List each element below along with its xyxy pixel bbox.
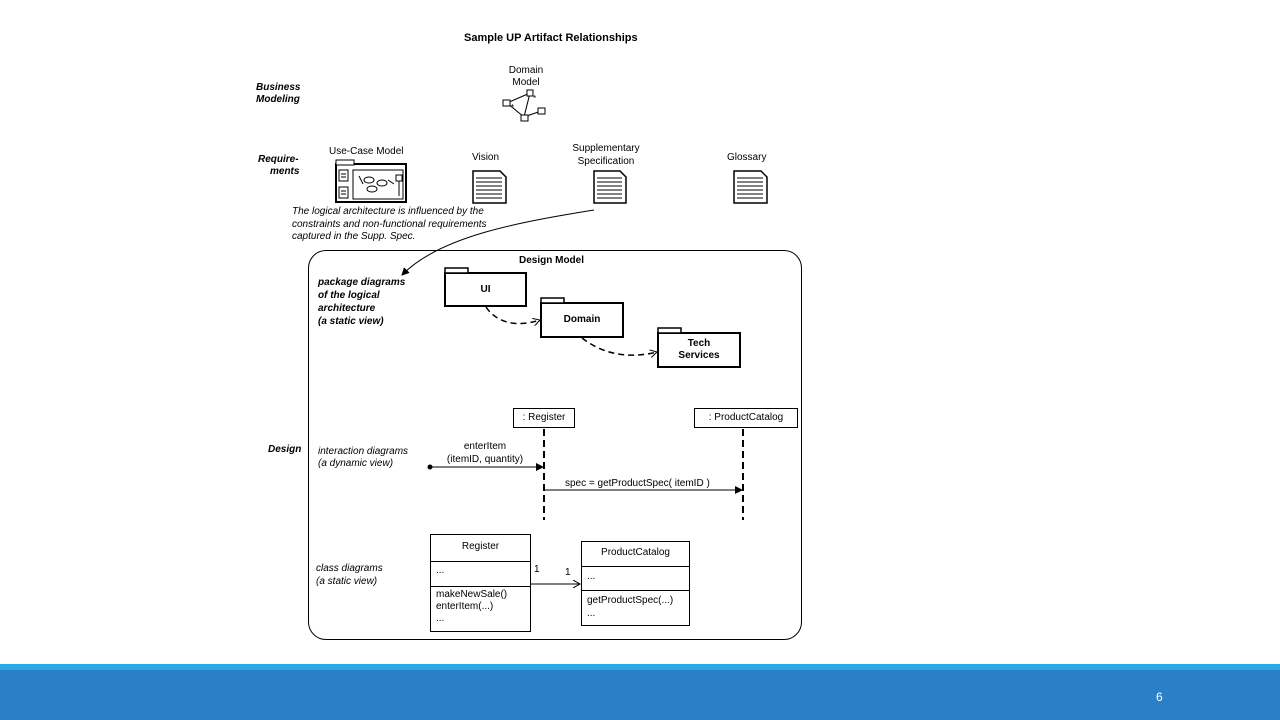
domain-model-label-1: Domain <box>508 65 544 76</box>
lifeline-product-catalog: : ProductCatalog <box>694 408 798 428</box>
design-model-title: Design Model <box>519 255 585 266</box>
package-ui-tab <box>444 267 469 274</box>
vision-label: Vision <box>472 152 500 163</box>
note-line-1: The logical architecture is influenced b… <box>292 206 484 217</box>
package-label-4: (a static view) <box>318 316 384 327</box>
class-catalog-attrs: ... <box>587 571 596 582</box>
use-case-model-icon <box>335 159 407 203</box>
page-number: 6 <box>1156 690 1163 704</box>
glossary-doc-icon <box>733 170 768 204</box>
class-catalog-divider-1 <box>582 566 689 567</box>
row-label-require: Require- <box>258 154 299 165</box>
class-catalog-op-1: getProductSpec(...) <box>587 595 674 606</box>
supp-spec-label-1: Supplementary <box>572 143 640 154</box>
message-get-product-spec: spec = getProductSpec( itemID ) <box>565 478 710 489</box>
class-register-op-2: enterItem(...) <box>436 601 494 612</box>
package-ui: UI <box>444 272 527 307</box>
svg-text:*: * <box>511 103 514 112</box>
use-case-model-label: Use-Case Model <box>329 146 404 157</box>
package-label-3: architecture <box>318 303 376 314</box>
row-label-business: Business <box>256 82 301 93</box>
package-tech-label-2: Services <box>678 350 720 361</box>
row-label-modeling: Modeling <box>256 94 300 105</box>
class-catalog-op-2: ... <box>587 608 596 619</box>
class-label-1: class diagrams <box>316 563 383 574</box>
diagram-title: Sample UP Artifact Relationships <box>464 32 638 44</box>
package-tech-label-1: Tech <box>687 338 711 349</box>
svg-text:*: * <box>533 94 536 103</box>
domain-model-icon: * * <box>502 89 546 122</box>
message-enter-item-2: (itemID, quantity) <box>446 454 524 465</box>
class-register: Register ... makeNewSale() enterItem(...… <box>430 534 531 632</box>
vision-doc-icon <box>472 170 507 204</box>
class-register-op-1: makeNewSale() <box>436 589 508 600</box>
influence-arrow <box>401 209 595 276</box>
interaction-label-1: interaction diagrams <box>318 446 409 457</box>
class-catalog-name: ProductCatalog <box>601 547 670 558</box>
class-register-name: Register <box>461 541 500 552</box>
row-label-design: Design <box>268 444 302 455</box>
domain-model-label-2: Model <box>512 77 540 88</box>
supp-spec-label-2: Specification <box>577 156 635 167</box>
package-label-1: package diagrams <box>318 277 406 288</box>
package-domain: Domain <box>540 302 624 338</box>
class-label-2: (a static view) <box>316 576 378 587</box>
package-tech-services: Tech Services <box>657 332 741 368</box>
message-enter-item-1: enterItem <box>463 441 507 452</box>
package-domain-label: Domain <box>563 314 601 325</box>
footer-bar <box>0 664 1280 720</box>
class-register-attrs: ... <box>436 565 445 576</box>
row-label-ments: ments <box>270 166 300 177</box>
package-ui-label: UI <box>480 283 491 295</box>
note-line-2: constraints and non-functional requireme… <box>292 219 487 230</box>
dependency-ui-domain <box>485 306 540 324</box>
supp-spec-doc-icon <box>593 170 627 204</box>
package-tech-tab <box>657 327 682 334</box>
note-line-3: captured in the Supp. Spec. <box>292 231 416 242</box>
multiplicity-left: 1 <box>534 564 540 575</box>
package-label-2: of the logical <box>318 290 380 301</box>
class-register-divider-2 <box>431 586 530 587</box>
class-register-divider-1 <box>431 561 530 562</box>
dependency-domain-tech <box>581 337 657 355</box>
class-register-op-3: ... <box>436 613 445 624</box>
package-domain-tab <box>540 297 565 304</box>
footer-stripe <box>0 664 1280 670</box>
class-catalog-divider-2 <box>582 590 689 591</box>
interaction-label-2: (a dynamic view) <box>318 458 394 469</box>
class-product-catalog: ProductCatalog ... getProductSpec(...) .… <box>581 541 690 626</box>
design-model-frame <box>308 250 802 640</box>
multiplicity-right: 1 <box>565 567 571 578</box>
lifeline-register: : Register <box>513 408 575 428</box>
glossary-label: Glossary <box>727 152 767 163</box>
